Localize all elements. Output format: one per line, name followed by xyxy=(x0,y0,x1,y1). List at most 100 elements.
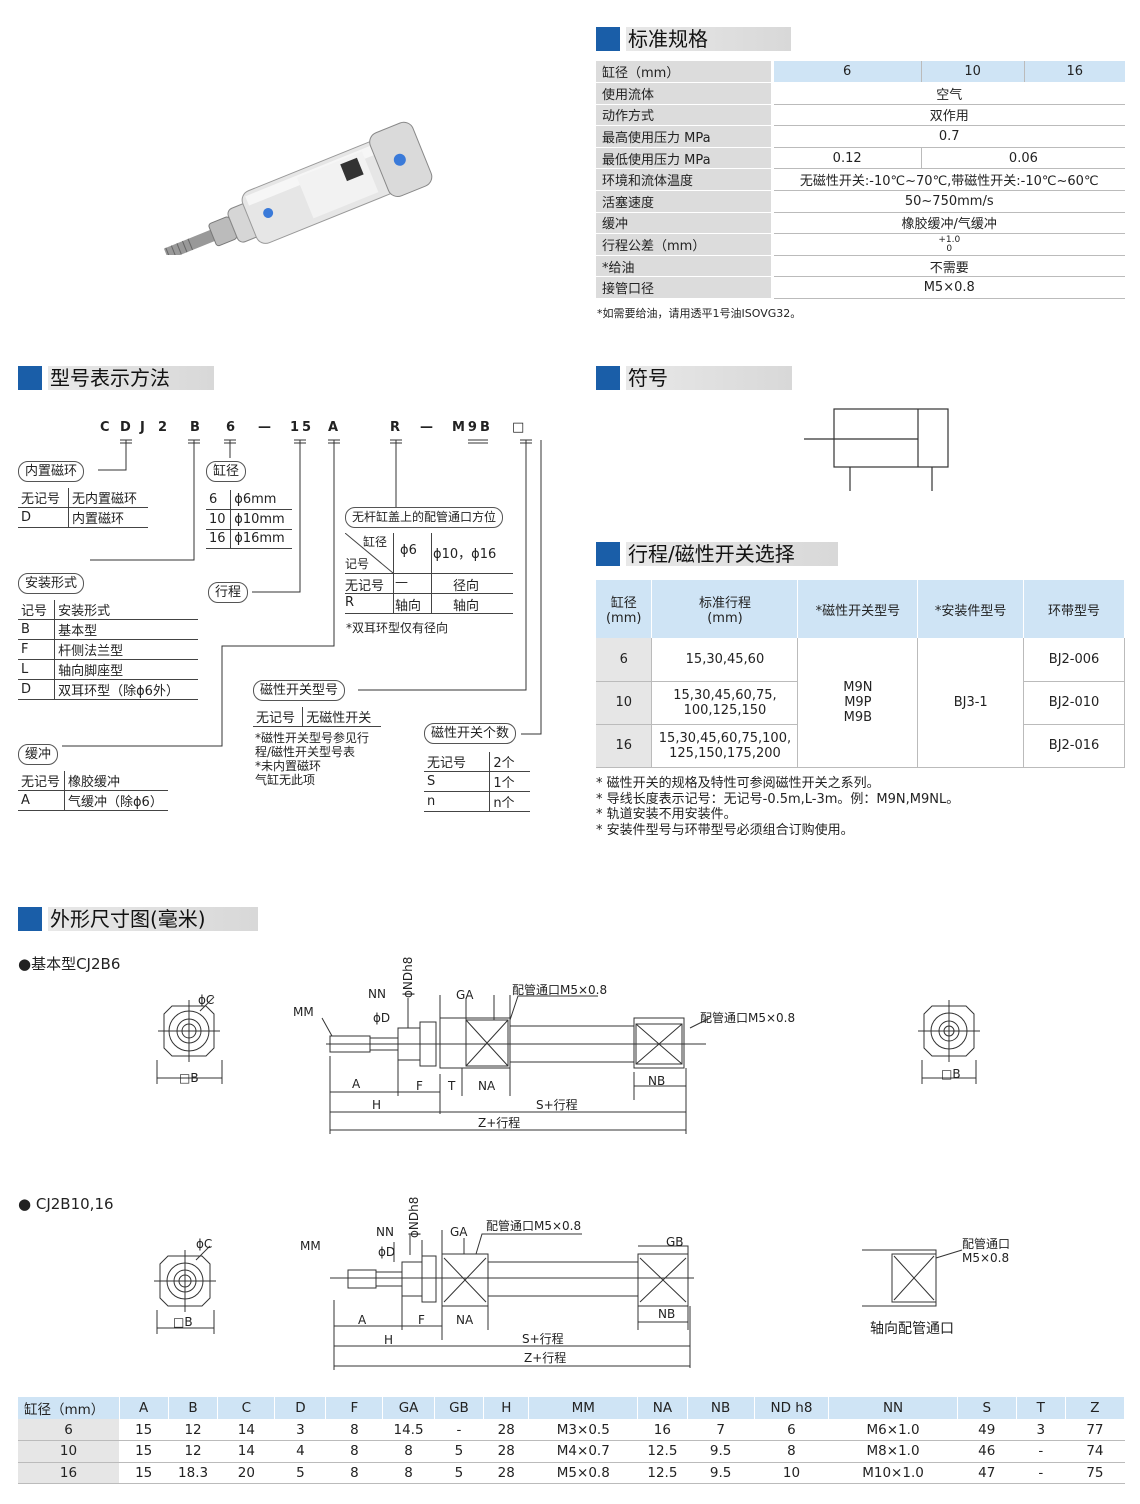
stroke-note: * 导线长度表示记号：无记号-0.5m,L-3m。例：M9N,M9NL。 xyxy=(596,791,960,807)
code-char: J xyxy=(140,420,148,435)
symbol-section-title: 符号 xyxy=(596,365,792,391)
tol-lower: 0 xyxy=(946,243,953,254)
model-connector-lines xyxy=(62,439,542,747)
port-table-diagonal xyxy=(345,533,393,573)
dim-cell: 12 xyxy=(168,1440,218,1463)
code-char: — xyxy=(258,420,274,435)
d2-s: S+行程 xyxy=(522,1331,564,1346)
magnet-label: 内置磁环 xyxy=(18,461,85,482)
stroke-header-text: *安装件型号 xyxy=(934,603,1007,619)
spec-key: 接管口径 xyxy=(596,276,774,300)
spec-value: 0.06 xyxy=(920,147,1125,170)
stroke-header-cell: 环带型号 xyxy=(1023,580,1125,638)
spec-value: 50~750mm/s xyxy=(772,190,1125,213)
dim-cell: 7 xyxy=(687,1419,755,1441)
dim-cell: 74 xyxy=(1065,1440,1125,1463)
d1-mm: MM xyxy=(293,1005,314,1019)
dim-cell: 10 xyxy=(754,1462,829,1484)
spec-value: 16 xyxy=(1023,61,1125,84)
stroke-section-title: 行程/磁性开关选择 xyxy=(596,541,838,567)
dim-cell: 5 xyxy=(274,1462,326,1484)
dim-header-cell: GB xyxy=(434,1397,485,1419)
dim-cell: 10 xyxy=(18,1440,120,1463)
d2-port: 配管通口M5×0.8 xyxy=(486,1218,581,1233)
mini-cell: ϕ6mm xyxy=(230,490,292,510)
stroke-title-text: 行程/磁性开关选择 xyxy=(626,542,838,566)
d2-a: A xyxy=(358,1313,367,1327)
dim-cell: 16 xyxy=(637,1419,688,1441)
stroke-note: * 轨道安装不用安装件。 xyxy=(596,807,737,822)
mini-cell: D xyxy=(18,679,55,700)
mini-cell: 无记号 xyxy=(253,707,303,727)
spec-row: 使用流体空气 xyxy=(596,82,1125,105)
d2-nb: NB xyxy=(658,1307,675,1321)
mini-cell: 无内置磁环 xyxy=(68,488,148,508)
code-char: 15 xyxy=(290,420,315,435)
d1-ndh8: ϕNDh8 xyxy=(401,957,415,998)
symbol-title-text: 符号 xyxy=(626,366,792,390)
d1-nn: NN xyxy=(368,987,386,1001)
dim-header-cell: A xyxy=(119,1397,169,1419)
stroke-bore: 16 xyxy=(596,724,653,768)
mini-cell: B xyxy=(18,619,55,640)
dim-cell: 16 xyxy=(18,1462,120,1484)
d1-f: F xyxy=(416,1079,423,1093)
dims-section-title: 外形尺寸图(毫米) xyxy=(18,906,258,932)
d1-b: □B xyxy=(179,1071,199,1085)
spec-key: 活塞速度 xyxy=(596,190,774,213)
d2-ga: GA xyxy=(450,1225,468,1239)
dim-cell: 12.5 xyxy=(637,1440,688,1463)
d2-gb: GB xyxy=(666,1235,684,1249)
spec-key: 缓冲 xyxy=(596,212,774,235)
dim-header-cell: NA xyxy=(637,1397,688,1419)
dim-header-cell: H xyxy=(483,1397,530,1419)
dim-cell: M10×1.0 xyxy=(828,1462,958,1484)
mini-cell: S xyxy=(424,771,490,792)
code-char: D xyxy=(120,420,134,435)
mini-cell: 无磁性开关 xyxy=(302,707,381,727)
code-char: 6 xyxy=(226,420,239,435)
spec-value: 橡胶缓冲/气缓冲 xyxy=(772,212,1125,235)
dim-header-cell: B xyxy=(168,1397,219,1419)
dim-header-cell: S xyxy=(957,1397,1017,1419)
dim-cell: 15 xyxy=(119,1440,169,1463)
port-c2: ϕ10，ϕ16 xyxy=(433,547,497,562)
port-cell: R xyxy=(345,595,355,610)
port-cell: 轴向 xyxy=(395,599,422,614)
mini-cell: L xyxy=(18,659,55,680)
cylinder-photo xyxy=(163,121,433,255)
switch-note-3: *未内置磁环 xyxy=(255,759,322,773)
port-h1: 缸径 xyxy=(363,535,388,549)
code-char: □ xyxy=(512,420,528,435)
code-char: R xyxy=(390,420,404,435)
d1-na: NA xyxy=(478,1079,496,1093)
dim-cell: - xyxy=(434,1419,484,1441)
spec-key: 使用流体 xyxy=(596,82,774,105)
dim-cell: 14.5 xyxy=(382,1419,435,1441)
spec-note: *如需要给油，请用透平1号油ISOVG32。 xyxy=(597,307,802,320)
dim-cell: 28 xyxy=(483,1440,529,1463)
dim-header-cell: Z xyxy=(1065,1397,1126,1419)
spec-value: 10 xyxy=(920,61,1024,84)
stroke-values: 15,30,45,60,75,100,125,150 xyxy=(651,681,799,725)
dim-cell: 14 xyxy=(217,1440,275,1463)
d2-mm: MM xyxy=(300,1239,321,1253)
mini-cell: 橡胶缓冲 xyxy=(63,771,168,791)
mini-row: 记号安装形式 xyxy=(18,600,198,620)
d2-f: F xyxy=(418,1313,425,1327)
mini-cell: 无记号 xyxy=(18,488,69,508)
cushion-label: 缓冲 xyxy=(18,744,59,765)
stroke-line: 15,30,45,60,75, xyxy=(673,687,777,703)
spec-row: 缓冲橡胶缓冲/气缓冲 xyxy=(596,212,1125,235)
b1016-label: ● CJ2B10,16 xyxy=(18,1195,114,1213)
dim-cell: 28 xyxy=(483,1462,529,1484)
